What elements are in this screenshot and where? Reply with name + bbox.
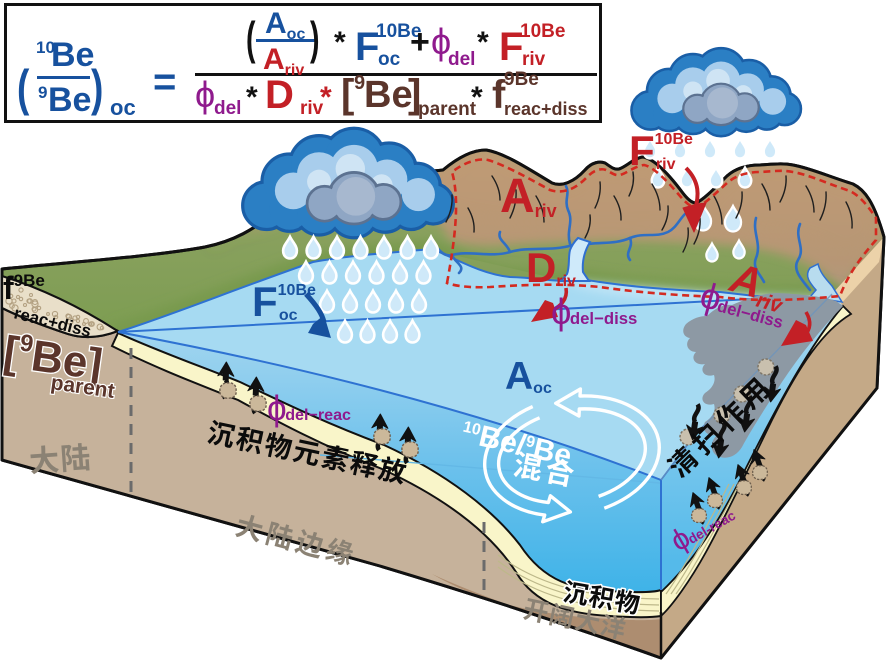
svg-text:ϕ: ϕ [267, 389, 287, 428]
svg-text:del−diss: del−diss [570, 309, 637, 328]
svg-text:ϕ: ϕ [551, 291, 571, 332]
svg-text:del−reac: del−reac [285, 406, 351, 424]
